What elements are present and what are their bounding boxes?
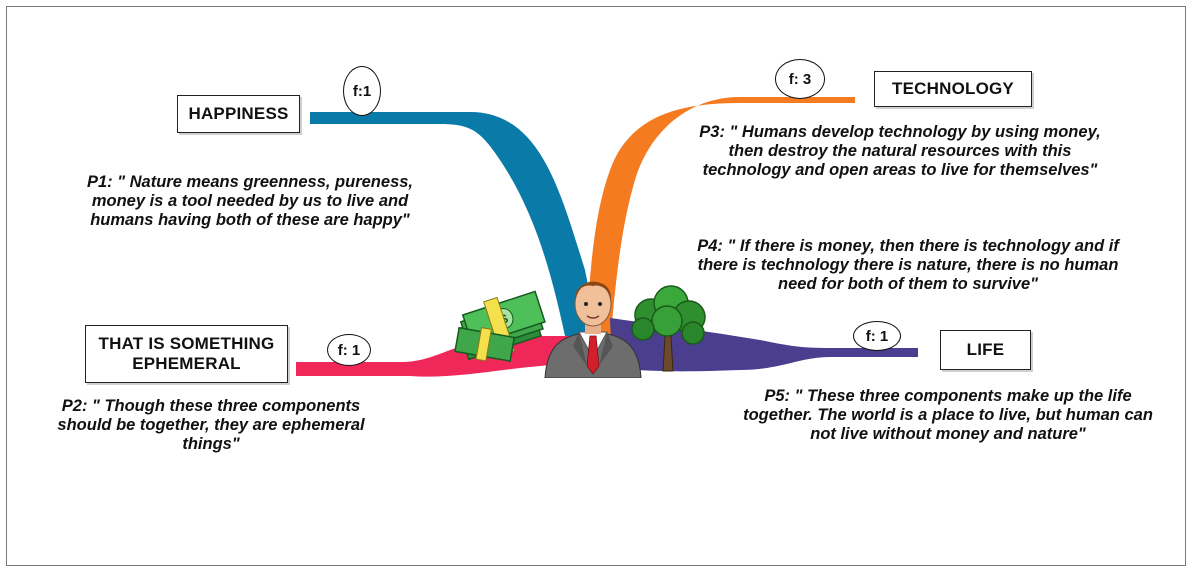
- quote-p4: P4: " If there is money, then there is t…: [697, 237, 1119, 293]
- freq-life-label: f: 1: [865, 327, 889, 345]
- freq-happiness: f:1: [343, 66, 381, 116]
- node-life: LIFE: [940, 330, 1031, 370]
- node-technology-label: TECHNOLOGY: [892, 79, 1014, 98]
- money-stack-icon: $: [454, 290, 546, 362]
- node-ephemeral-label-line2: EPHEMERAL: [132, 354, 241, 373]
- quote-p2: P2: " Though these three components shou…: [57, 397, 365, 453]
- node-technology: TECHNOLOGY: [874, 71, 1032, 107]
- node-happiness: HAPPINESS: [177, 95, 300, 133]
- branch-happiness: [310, 112, 600, 345]
- quote-p3: P3: " Humans develop technology by using…: [699, 123, 1101, 179]
- freq-happiness-label: f:1: [352, 82, 372, 100]
- freq-technology-label: f: 3: [788, 70, 812, 88]
- businessman-icon: [544, 281, 642, 378]
- freq-life: f: 1: [853, 321, 901, 351]
- quote-p5: P5: " These three components make up the…: [743, 387, 1153, 443]
- node-ephemeral: THAT IS SOMETHING EPHEMERAL: [85, 325, 288, 383]
- freq-technology: f: 3: [775, 59, 825, 99]
- freq-ephemeral-label: f: 1: [337, 341, 361, 359]
- quote-p1: P1: " Nature means greenness, pureness, …: [86, 173, 414, 229]
- node-life-label: LIFE: [966, 340, 1005, 359]
- tree-icon: [631, 285, 706, 372]
- node-happiness-label: HAPPINESS: [188, 104, 289, 123]
- node-ephemeral-label-line1: THAT IS SOMETHING: [98, 334, 275, 353]
- freq-ephemeral: f: 1: [327, 334, 371, 366]
